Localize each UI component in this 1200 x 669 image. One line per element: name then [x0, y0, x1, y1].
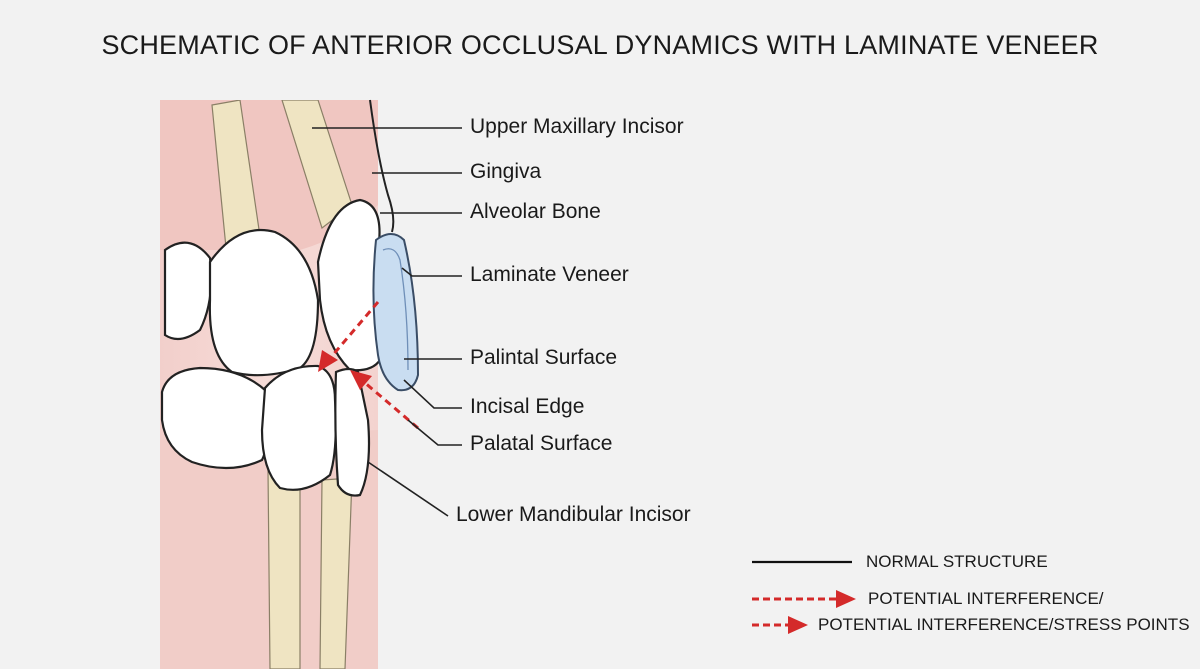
label-palintal-surface: Palintal Surface	[470, 346, 618, 369]
leader-incisal-edge	[403, 379, 462, 409]
label-gingiva: Gingiva	[470, 160, 542, 183]
label-upper-incisor: Upper Maxillary Incisor	[470, 115, 684, 138]
legend-interference-text: POTENTIAL INTERFERENCE/	[868, 589, 1104, 608]
lower-root-back	[267, 469, 301, 669]
alveolar-bone-contour	[369, 99, 395, 233]
leader-palatal-surface	[407, 419, 462, 446]
veneer-inner-contour	[382, 248, 409, 371]
label-palatal-surface: Palatal Surface	[470, 432, 613, 455]
legend-interference-arrowhead	[836, 590, 856, 608]
interference-arrowhead	[318, 350, 338, 372]
label-alveolar-bone: Alveolar Bone	[470, 200, 601, 223]
upper-premolar	[208, 228, 320, 377]
leader-lower-incisor	[367, 461, 449, 517]
lower-molar	[160, 366, 269, 470]
legend-stress-arrowhead	[788, 616, 808, 634]
leader-laminate-veneer	[401, 267, 462, 277]
stress-arrowhead	[350, 370, 372, 390]
label-laminate-veneer: Laminate Veneer	[470, 263, 629, 286]
lower-premolar	[260, 364, 337, 491]
lower-incisor-crown	[334, 367, 371, 497]
legend-stress-text: POTENTIAL INTERFERENCE/STRESS POINTS	[818, 615, 1190, 634]
diagram-title: SCHEMATIC OF ANTERIOR OCCLUSAL DYNAMICS …	[101, 30, 1099, 60]
laminate-veneer	[372, 233, 420, 392]
legend-normal-text: NORMAL STRUCTURE	[866, 552, 1048, 571]
label-incisal-edge: Incisal Edge	[470, 395, 585, 418]
label-lower-incisor: Lower Mandibular Incisor	[456, 503, 691, 526]
